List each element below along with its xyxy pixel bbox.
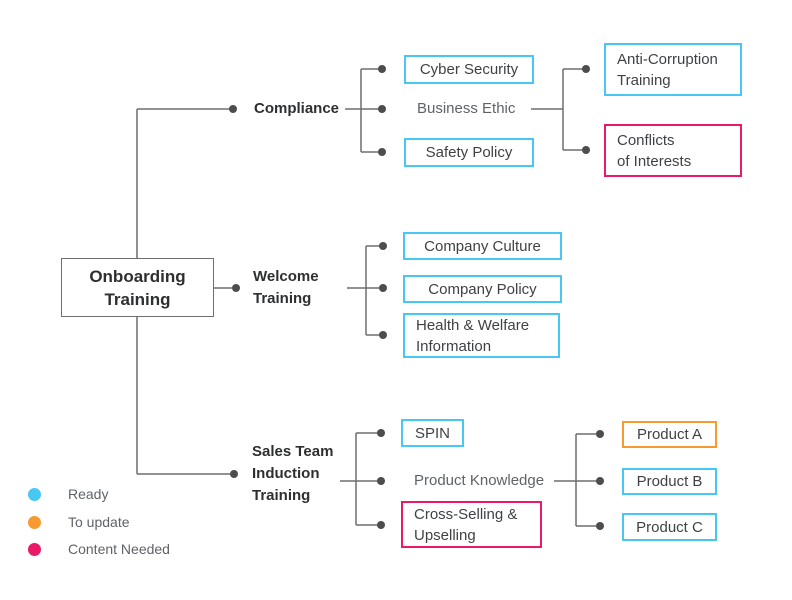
node-company-culture: Company Culture bbox=[403, 232, 562, 260]
legend-dot-content-needed bbox=[28, 542, 41, 556]
node-product-b: Product B bbox=[622, 468, 717, 495]
connector-dot-product-b bbox=[596, 477, 604, 485]
connector-dot-cyber-security bbox=[378, 65, 386, 73]
branch-label-compliance: Compliance bbox=[254, 98, 339, 120]
node-company-policy-label: Company Policy bbox=[428, 280, 537, 298]
connector-dot-welcome bbox=[232, 284, 240, 292]
connector-dot-anti-corruption bbox=[582, 65, 590, 73]
node-product-knowledge: Product Knowledge bbox=[414, 472, 544, 490]
branch-label-welcome-line1: Welcome bbox=[253, 268, 319, 285]
node-anti-corruption-line2: Training bbox=[617, 71, 671, 89]
node-cyber-security-label: Cyber Security bbox=[419, 61, 519, 78]
connector-dot-product-knowledge bbox=[377, 477, 385, 485]
node-health-welfare-line1: Health & Welfare bbox=[416, 316, 530, 334]
branch-label-welcome-training: Welcome Training bbox=[253, 266, 319, 310]
node-anti-corruption-training: Anti-Corruption Training bbox=[604, 43, 742, 96]
connector-dot-health-welfare bbox=[379, 331, 387, 339]
root-label-line2: Training bbox=[104, 289, 171, 309]
node-company-culture-label: Company Culture bbox=[424, 237, 541, 255]
node-conflicts-line1: Conflicts bbox=[617, 131, 675, 149]
root-node-onboarding-training: Onboarding Training bbox=[61, 258, 214, 317]
node-safety-policy-label: Safety Policy bbox=[425, 144, 513, 161]
connector-dot-business-ethic bbox=[378, 105, 386, 113]
legend-label-content-needed: Content Needed bbox=[68, 541, 170, 557]
branch-label-welcome-line2: Training bbox=[253, 290, 312, 307]
connector-dot-product-a bbox=[596, 430, 604, 438]
connector-dot-cross-selling bbox=[377, 521, 385, 529]
connector-dot-company-culture bbox=[379, 242, 387, 250]
node-product-knowledge-label: Product Knowledge bbox=[414, 472, 545, 489]
root-label-line1: Onboarding bbox=[89, 266, 186, 286]
node-spin-label: SPIN bbox=[414, 424, 450, 442]
node-company-policy: Company Policy bbox=[403, 275, 562, 303]
node-health-welfare-information: Health & Welfare Information bbox=[403, 313, 560, 358]
branch-label-sales-line3: Training bbox=[252, 487, 311, 504]
node-product-a-label: Product A bbox=[636, 426, 703, 443]
node-cross-selling-upselling: Cross-Selling & Upselling bbox=[401, 501, 542, 548]
legend-dot-ready bbox=[28, 487, 41, 501]
legend-label-to-update: To update bbox=[68, 514, 130, 530]
connector-dot-compliance bbox=[229, 105, 237, 113]
node-product-b-label: Product B bbox=[636, 473, 703, 490]
node-product-c-label: Product C bbox=[636, 518, 703, 536]
branch-label-sales-line2: Induction bbox=[252, 465, 320, 482]
node-product-c: Product C bbox=[622, 513, 717, 541]
connector-dot-company-policy bbox=[379, 284, 387, 292]
legend-label-ready: Ready bbox=[68, 486, 109, 502]
node-spin: SPIN bbox=[401, 419, 464, 447]
legend-item-content-needed: Content Needed bbox=[28, 541, 170, 557]
node-business-ethic-label: Business Ethic bbox=[417, 100, 516, 117]
node-business-ethic: Business Ethic bbox=[417, 100, 515, 118]
node-cross-selling-line1: Cross-Selling & bbox=[414, 505, 518, 523]
node-health-welfare-line2: Information bbox=[416, 337, 492, 355]
branch-label-sales-line1: Sales Team bbox=[252, 443, 334, 460]
legend-item-to-update: To update bbox=[28, 514, 130, 530]
connector-dot-spin bbox=[377, 429, 385, 437]
node-cross-selling-line2: Upselling bbox=[414, 526, 476, 544]
legend-item-ready: Ready bbox=[28, 486, 109, 502]
branch-label-sales-team-induction-training: Sales Team Induction Training bbox=[252, 441, 333, 507]
node-safety-policy: Safety Policy bbox=[404, 138, 534, 167]
connector-dot-product-c bbox=[596, 522, 604, 530]
connector-dot-safety-policy bbox=[378, 148, 386, 156]
node-product-a: Product A bbox=[622, 421, 717, 448]
connector-dot-conflicts bbox=[582, 146, 590, 154]
legend-dot-to-update bbox=[28, 515, 41, 529]
branch-label-compliance-text: Compliance bbox=[254, 100, 340, 117]
node-conflicts-line2: of Interests bbox=[617, 152, 692, 170]
node-conflicts-of-interests: Conflicts of Interests bbox=[604, 124, 742, 177]
node-anti-corruption-line1: Anti-Corruption bbox=[617, 50, 718, 68]
connector-dot-sales bbox=[230, 470, 238, 478]
node-cyber-security: Cyber Security bbox=[404, 55, 534, 84]
